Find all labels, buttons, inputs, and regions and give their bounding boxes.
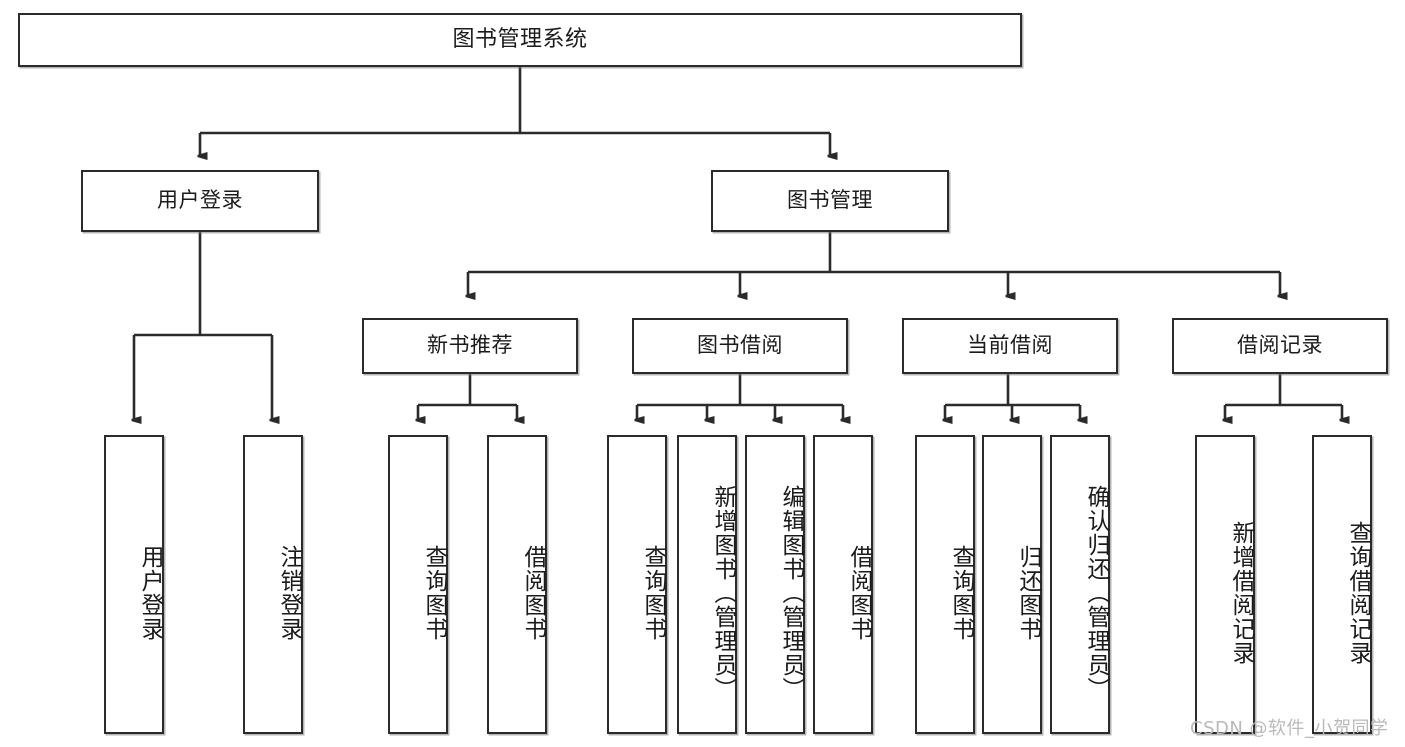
leaf-query-book-borrow[interactable]: 查询图书 bbox=[607, 435, 667, 734]
node-root[interactable]: 图书管理系统 bbox=[18, 13, 1022, 67]
node-book-borrow[interactable]: 图书借阅 bbox=[632, 318, 848, 374]
leaf-add-book-admin[interactable]: 新增图书（管理员） bbox=[677, 435, 737, 734]
node-user-login[interactable]: 用户登录 bbox=[81, 170, 319, 232]
leaf-add-borrow-record-label: 新增借阅记录 bbox=[1228, 520, 1254, 665]
node-book-borrow-label: 图书借阅 bbox=[697, 333, 783, 358]
leaf-confirm-return-admin[interactable]: 确认归还（管理员） bbox=[1050, 435, 1110, 734]
node-book-management[interactable]: 图书管理 bbox=[711, 170, 949, 232]
node-new-book-recommend-label: 新书推荐 bbox=[427, 333, 513, 358]
leaf-return-book-label: 归还图书 bbox=[1015, 544, 1041, 641]
node-book-management-label: 图书管理 bbox=[787, 188, 873, 213]
node-current-borrow[interactable]: 当前借阅 bbox=[902, 318, 1118, 374]
leaf-query-book-newbook[interactable]: 查询图书 bbox=[388, 435, 448, 734]
leaf-logout[interactable]: 注销登录 bbox=[243, 435, 303, 734]
leaf-user-login-label: 用户登录 bbox=[137, 544, 163, 641]
leaf-return-book[interactable]: 归还图书 bbox=[982, 435, 1042, 734]
leaf-lend-book-label: 借阅图书 bbox=[846, 544, 872, 641]
leaf-query-borrow-record-label: 查询借阅记录 bbox=[1345, 520, 1371, 665]
leaf-query-book-current[interactable]: 查询图书 bbox=[915, 435, 975, 734]
node-borrow-record[interactable]: 借阅记录 bbox=[1172, 318, 1388, 374]
leaf-edit-book-admin-label: 编辑图书（管理员） bbox=[778, 484, 804, 701]
node-user-login-label: 用户登录 bbox=[157, 188, 243, 213]
csdn-watermark: CSDN @软件_小贺同学 bbox=[1190, 718, 1389, 739]
leaf-lend-book[interactable]: 借阅图书 bbox=[813, 435, 873, 734]
leaf-query-book-newbook-label: 查询图书 bbox=[421, 544, 447, 641]
leaf-query-book-borrow-label: 查询图书 bbox=[640, 544, 666, 641]
leaf-query-borrow-record[interactable]: 查询借阅记录 bbox=[1312, 435, 1372, 734]
leaf-add-book-admin-label: 新增图书（管理员） bbox=[710, 484, 736, 701]
leaf-borrow-book-newbook-label: 借阅图书 bbox=[520, 544, 546, 641]
node-borrow-record-label: 借阅记录 bbox=[1237, 333, 1323, 358]
node-new-book-recommend[interactable]: 新书推荐 bbox=[362, 318, 578, 374]
leaf-edit-book-admin[interactable]: 编辑图书（管理员） bbox=[745, 435, 805, 734]
leaf-confirm-return-admin-label: 确认归还（管理员） bbox=[1083, 484, 1109, 701]
leaf-borrow-book-newbook[interactable]: 借阅图书 bbox=[487, 435, 547, 734]
leaf-add-borrow-record[interactable]: 新增借阅记录 bbox=[1195, 435, 1255, 734]
leaf-query-book-current-label: 查询图书 bbox=[948, 544, 974, 641]
node-root-label: 图书管理系统 bbox=[452, 26, 588, 52]
leaf-logout-label: 注销登录 bbox=[276, 544, 302, 641]
node-current-borrow-label: 当前借阅 bbox=[967, 333, 1053, 358]
leaf-user-login[interactable]: 用户登录 bbox=[104, 435, 164, 734]
